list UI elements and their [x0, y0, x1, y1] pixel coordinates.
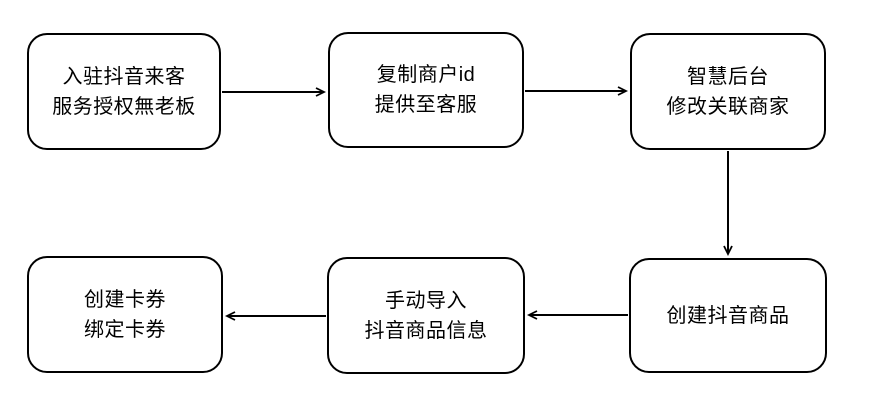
flow-node-label-line: 创建卡券	[84, 288, 166, 311]
flow-node-join-douyin-laike-auth: 入驻抖音来客 服务授权無老板	[27, 33, 221, 150]
flow-node-label-line: 智慧后台	[687, 65, 769, 88]
flow-node-label-line: 复制商户id	[376, 64, 476, 86]
flow-node-manual-import-product: 手动导入 抖音商品信息	[327, 257, 525, 374]
flow-node-smart-backend-modify: 智慧后台 修改关联商家	[630, 33, 826, 150]
flow-node-create-douyin-product: 创建抖音商品	[629, 258, 827, 373]
flow-node-label-line: 创建抖音商品	[666, 304, 790, 327]
flow-node-label-line: 提供至客服	[374, 94, 478, 116]
flow-node-label-line: 修改关联商家	[666, 95, 790, 118]
flow-node-create-bind-coupon: 创建卡券 绑定卡券	[27, 256, 223, 373]
flow-node-label-line: 抖音商品信息	[364, 319, 488, 342]
flow-node-copy-merchant-id: 复制商户id 提供至客服	[328, 32, 524, 148]
flow-node-label-line: 手动导入	[385, 289, 467, 312]
flow-node-label-line: 绑定卡券	[84, 318, 166, 341]
flow-node-label-line: 入驻抖音来客	[62, 65, 186, 88]
flow-node-label-line: 服务授权無老板	[52, 95, 196, 118]
